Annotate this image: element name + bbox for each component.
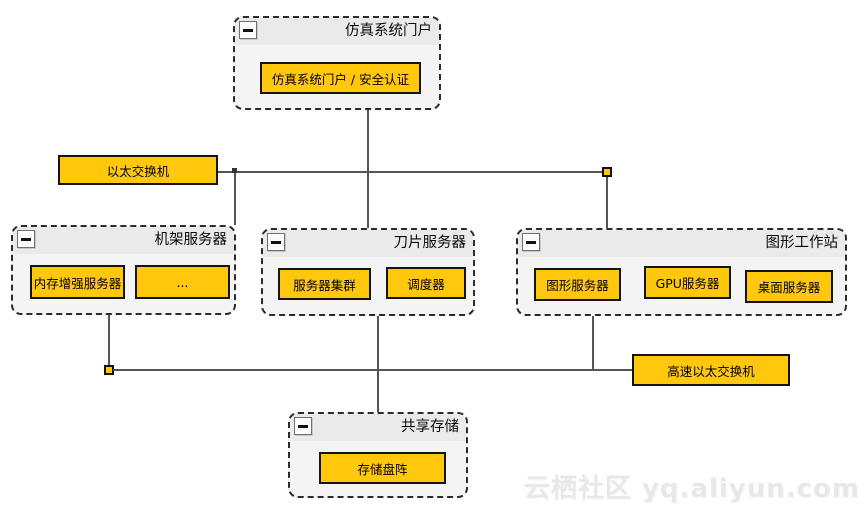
watermark: 云栖社区 yq.aliyun.com xyxy=(523,474,860,504)
group-portal-titlebar: 仿真系统门户 xyxy=(235,18,439,45)
minus-icon xyxy=(298,424,308,428)
group-blade-titlebar: 刀片服务器 xyxy=(263,230,473,257)
connector-bus-to-rack xyxy=(234,172,236,225)
connector-rack-to-bottom-bus xyxy=(108,315,110,366)
node-storage-disk-array: 存储盘阵 xyxy=(319,452,446,484)
group-graphics-title: 图形工作站 xyxy=(765,235,839,251)
minus-icon xyxy=(21,237,31,241)
minus-icon xyxy=(526,240,536,244)
node-scheduler: 调度器 xyxy=(386,267,466,299)
group-blade-title: 刀片服务器 xyxy=(393,235,467,251)
node-server-cluster: 服务器集群 xyxy=(278,268,371,300)
node-graphics-server: 图形服务器 xyxy=(534,268,621,301)
connector-bottom-bus xyxy=(113,369,632,371)
group-graphics-titlebar: 图形工作站 xyxy=(518,230,845,257)
group-blade-server: 刀片服务器 服务器集群 调度器 xyxy=(261,228,475,316)
node-portal-auth: 仿真系统门户 / 安全认证 xyxy=(260,62,421,94)
group-rack-title: 机架服务器 xyxy=(154,232,228,248)
group-storage-title: 共享存储 xyxy=(401,419,459,435)
connector-blade-to-storage xyxy=(377,316,379,412)
collapse-button[interactable] xyxy=(267,233,285,251)
connector-graphics-to-bottom-bus xyxy=(592,316,594,370)
node-desktop-server: 桌面服务器 xyxy=(745,270,833,303)
collapse-button[interactable] xyxy=(17,230,35,248)
minus-icon xyxy=(271,240,281,244)
connector-top-bus xyxy=(218,171,603,173)
node-memory-enhanced-server: 内存增强服务器 xyxy=(30,265,125,299)
endpoint-marker-top-right xyxy=(602,167,612,177)
node-ethernet-switch: 以太交换机 xyxy=(58,155,218,185)
junction-dot xyxy=(232,168,237,173)
group-portal-title: 仿真系统门户 xyxy=(345,23,432,39)
group-storage-titlebar: 共享存储 xyxy=(290,414,466,441)
connector-bus-to-graphics xyxy=(606,176,608,228)
group-rack-server: 机架服务器 内存增强服务器 ... xyxy=(11,225,236,315)
collapse-button[interactable] xyxy=(522,233,540,251)
node-gpu-server: GPU服务器 xyxy=(644,266,731,299)
node-highspeed-ethernet-switch: 高速以太交换机 xyxy=(632,354,790,386)
collapse-button[interactable] xyxy=(239,21,257,39)
node-rack-ellipsis: ... xyxy=(135,265,230,299)
collapse-button[interactable] xyxy=(294,417,312,435)
connector-portal-to-blade xyxy=(367,110,369,228)
group-portal: 仿真系统门户 仿真系统门户 / 安全认证 xyxy=(233,16,441,110)
group-rack-titlebar: 机架服务器 xyxy=(13,227,234,254)
minus-icon xyxy=(243,28,253,32)
group-shared-storage: 共享存储 存储盘阵 xyxy=(288,412,468,498)
group-graphics-workstation: 图形工作站 图形服务器 GPU服务器 桌面服务器 xyxy=(516,228,847,316)
